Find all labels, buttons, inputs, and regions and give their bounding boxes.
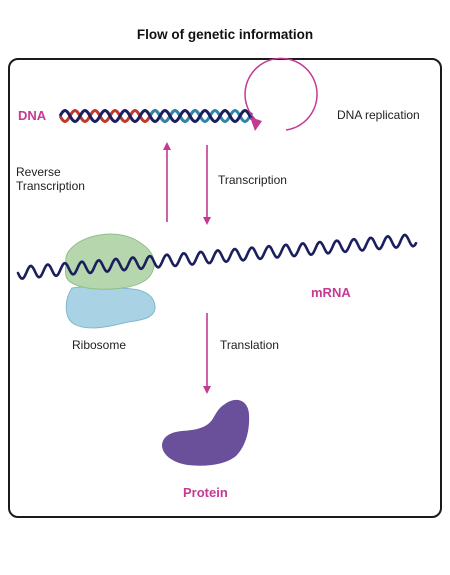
replication-arrowhead — [250, 117, 262, 131]
dna-helix — [58, 108, 254, 124]
diagram-title: Flow of genetic information — [136, 27, 314, 42]
dna-strand-navy — [58, 108, 152, 124]
ribosome-label: Ribosome — [72, 338, 127, 352]
mrna-strand — [16, 233, 418, 280]
dna-replication-loop — [244, 57, 318, 131]
dna-label: DNA — [18, 108, 47, 123]
reverse-transcription-label: Reverse Transcription — [16, 165, 85, 193]
ribosome-large-subunit — [65, 233, 155, 290]
diagram-frame — [8, 58, 442, 518]
mrna-label: mRNA — [311, 285, 351, 300]
protein-shape — [162, 399, 250, 466]
dna-strand-blue — [148, 108, 254, 124]
translation-label: Translation — [220, 338, 279, 352]
dna-strand-navy-right — [148, 108, 254, 124]
transcription-label: Transcription — [218, 173, 287, 187]
protein-label: Protein — [183, 485, 228, 500]
dna-replication-label: DNA replication — [337, 108, 420, 122]
ribosome-small-subunit — [65, 285, 156, 329]
